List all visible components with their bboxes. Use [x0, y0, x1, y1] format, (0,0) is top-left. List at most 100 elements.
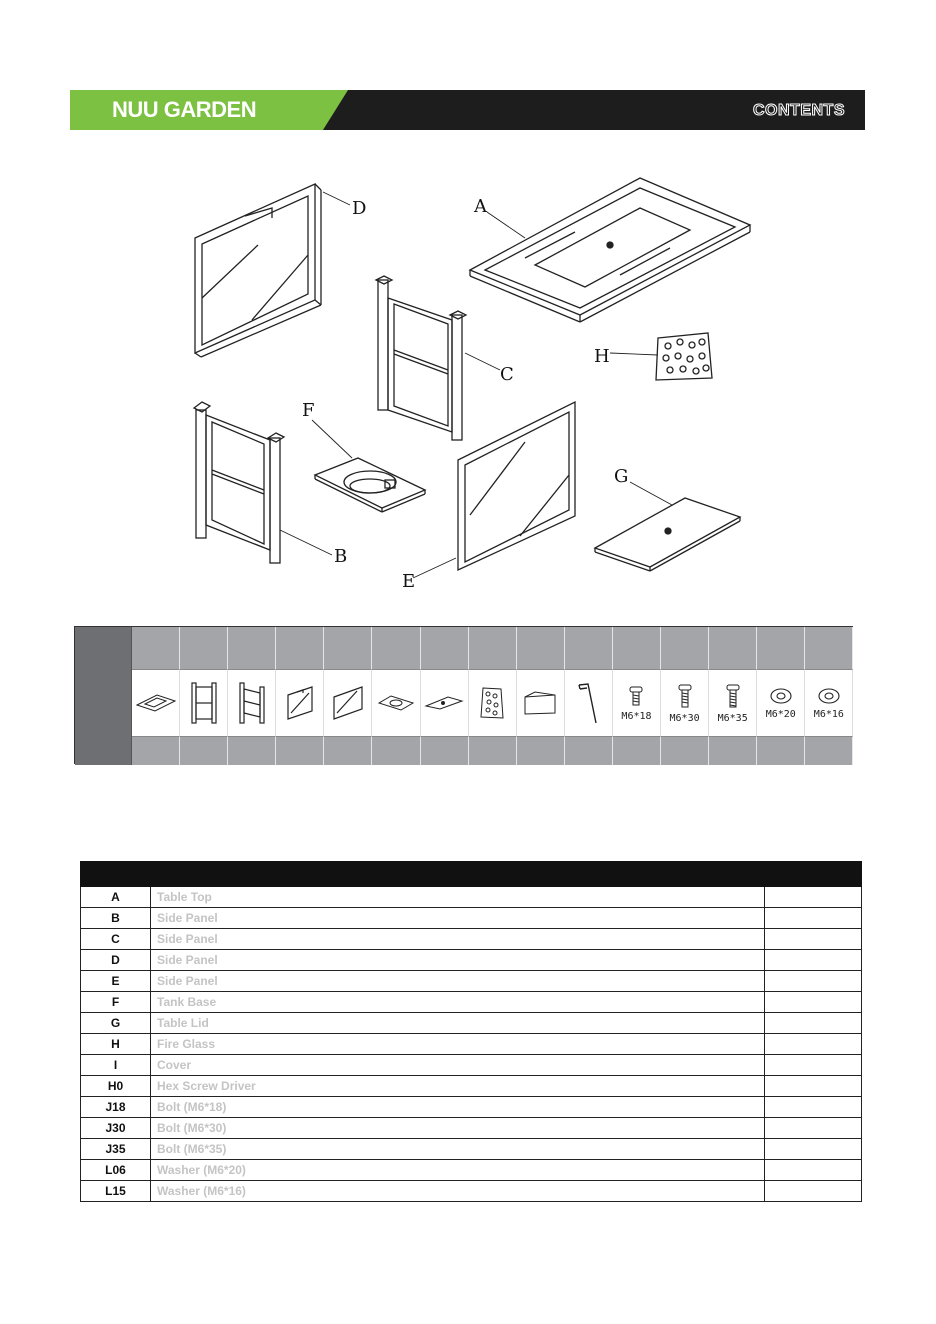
part-code: A [80, 886, 151, 908]
part-description: Cover [150, 1054, 765, 1076]
label-e: E [402, 571, 415, 592]
table-header-row [80, 861, 862, 887]
grid-code-cell [132, 627, 181, 669]
brand-logo: NUU GARDEN [112, 97, 257, 122]
grid-code-cell [757, 627, 806, 669]
part-a-drawing [468, 177, 752, 323]
size-label: M6*20 [765, 708, 796, 720]
part-qty [764, 1180, 862, 1202]
part-h-drawing [655, 332, 713, 381]
part-description: Fire Glass [150, 1033, 765, 1055]
part-qty [764, 1033, 862, 1055]
header-description [150, 861, 765, 887]
part-description: Bolt (M6*35) [150, 1138, 765, 1160]
thumb-washer-m6-16: M6*16 [805, 669, 854, 737]
exploded-parts-drawing: D A C H F B E G [192, 177, 752, 592]
header-qty [764, 861, 862, 887]
grid-code-cell [324, 627, 373, 669]
label-b: B [334, 546, 347, 567]
thumb-side-panel-b [180, 669, 229, 737]
grid-qty-cell [757, 737, 806, 765]
grid-qty-cell [324, 737, 373, 765]
grid-code-cell [228, 627, 277, 669]
leader-lines [279, 191, 673, 579]
part-d-drawing [194, 182, 322, 358]
part-description: Washer (M6*16) [150, 1180, 765, 1202]
part-code: H0 [80, 1075, 151, 1097]
label-d: D [352, 198, 366, 219]
header-banner: NUU GARDEN CONTENTS [70, 90, 865, 130]
part-code: I [80, 1054, 151, 1076]
part-c-drawing [374, 275, 468, 441]
grid-qty-cell [805, 737, 854, 765]
grid-qty-cell [180, 737, 229, 765]
part-code: J35 [80, 1138, 151, 1160]
part-qty [764, 907, 862, 929]
part-qty [764, 949, 862, 971]
part-code: E [80, 970, 151, 992]
part-description: Bolt (M6*18) [150, 1096, 765, 1118]
thumb-side-panel-c [228, 669, 277, 737]
part-code: J30 [80, 1117, 151, 1139]
grid-code-cell [372, 627, 421, 669]
thumb-hex-screw-driver [564, 669, 613, 737]
thumb-table-lid [420, 669, 469, 737]
grid-code-cell [468, 627, 517, 669]
part-code: D [80, 949, 151, 971]
part-description: Washer (M6*20) [150, 1159, 765, 1181]
thumb-side-panel-d [276, 669, 325, 737]
page-title: CONTENTS [753, 102, 846, 120]
label-h: H [594, 346, 610, 367]
part-description: Hex Screw Driver [150, 1075, 765, 1097]
part-code: J18 [80, 1096, 151, 1118]
grid-code-cell [564, 627, 613, 669]
grid-code-cell [612, 627, 662, 669]
part-qty [764, 1159, 862, 1181]
part-description: Table Lid [150, 1012, 765, 1034]
part-description: Side Panel [150, 970, 765, 992]
part-qty [764, 1054, 862, 1076]
grid-qty-cell [468, 737, 517, 765]
brand-stripe: NUU GARDEN [70, 90, 348, 130]
grid-code-cell [709, 627, 758, 669]
size-label: M6*35 [717, 712, 748, 724]
part-qty [764, 970, 862, 992]
part-qty [764, 886, 862, 908]
part-code: B [80, 907, 151, 929]
part-description: Side Panel [150, 928, 765, 950]
thumb-bolt-m6-35: M6*35 [709, 669, 758, 737]
thumb-fire-glass [468, 669, 517, 737]
part-qty [764, 1117, 862, 1139]
grid-image-label [75, 669, 132, 737]
part-description: Side Panel [150, 949, 765, 971]
grid-code-cell [805, 627, 854, 669]
part-qty [764, 1096, 862, 1118]
size-label: M6*30 [669, 712, 700, 724]
grid-code-cell [661, 627, 710, 669]
grid-qty-cell [709, 737, 758, 765]
header-code [80, 861, 151, 887]
part-g-drawing [593, 497, 742, 572]
part-b-drawing [192, 401, 286, 564]
part-f-drawing [313, 457, 427, 513]
thumb-tank-base [372, 669, 421, 737]
label-f: F [302, 400, 315, 421]
part-qty [764, 928, 862, 950]
size-label: M6*18 [621, 710, 652, 722]
grid-header-corner [75, 627, 132, 669]
part-description: Side Panel [150, 907, 765, 929]
thumb-bolt-m6-18: M6*18 [612, 669, 662, 737]
label-g: G [614, 466, 628, 487]
grid-qty-cell [228, 737, 277, 765]
